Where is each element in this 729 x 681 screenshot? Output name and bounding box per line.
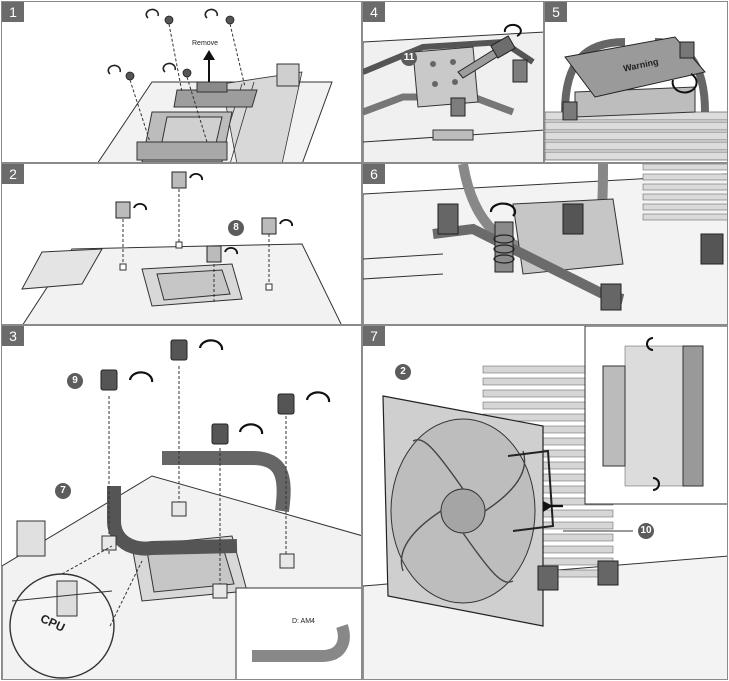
panel-step-4: 4 11: [362, 1, 544, 163]
callout-10: 10: [638, 523, 654, 539]
panel-4-illustration: [363, 23, 543, 162]
panel-2-illustration: [21, 171, 342, 324]
callout-8: 8: [228, 220, 244, 236]
panel-step-5: 5 Warning: [544, 1, 728, 163]
callout-2: 2: [395, 364, 411, 380]
panel-step-1: 1: [1, 1, 362, 163]
callout-9: 9: [67, 373, 83, 389]
step-number-6: 6: [363, 164, 385, 184]
step-number-1: 1: [2, 2, 24, 22]
panel-step-2: 2 8: [1, 163, 362, 325]
step-number-2: 2: [2, 164, 24, 184]
inset-socket-label: D: AM4: [292, 618, 315, 625]
panel-6-illustration: [363, 164, 727, 324]
step-number-7: 7: [363, 326, 385, 346]
callout-7: 7: [55, 483, 71, 499]
step-number-5: 5: [545, 2, 567, 22]
step-number-4: 4: [363, 2, 385, 22]
panel-step-6: 6: [362, 163, 728, 325]
panel-3-illustration: [2, 339, 361, 679]
step-number-3: 3: [2, 326, 24, 346]
remove-label: Remove: [192, 40, 219, 47]
panel-7-illustration: [363, 326, 727, 679]
panel-step-7: 7: [362, 325, 728, 680]
panel-1-illustration: [97, 8, 333, 162]
panel-step-3: 3: [1, 325, 362, 680]
callout-11: 11: [401, 50, 417, 66]
panel-5-illustration: [545, 36, 727, 161]
